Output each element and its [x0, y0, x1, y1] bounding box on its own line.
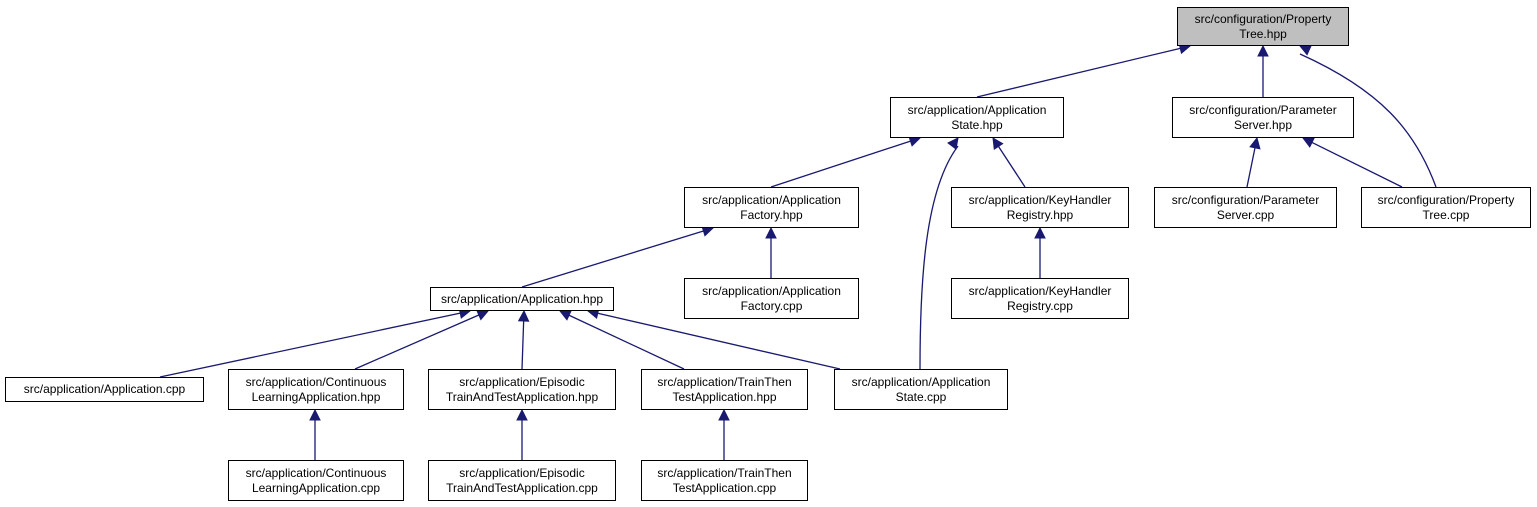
- node-label-line1: src/application/Application: [702, 283, 841, 298]
- node-label-line2: Registry.cpp: [1007, 298, 1073, 313]
- node-label-line2: State.hpp: [951, 117, 1003, 132]
- node-label-line1: src/configuration/Parameter: [1189, 102, 1337, 117]
- edge-arrowhead: [718, 408, 730, 421]
- node-label-line2: Tree.cpp: [1422, 207, 1470, 222]
- node-label-line2: TestApplication.cpp: [672, 480, 777, 495]
- dependency-edge: [919, 145, 959, 370]
- node-key-handler-registry-cpp[interactable]: src/application/KeyHandler Registry.cpp: [951, 278, 1129, 319]
- dependency-edge: [770, 140, 911, 188]
- dependency-edge: [1299, 53, 1437, 188]
- edge-arrowhead: [309, 408, 321, 421]
- node-label-line1: src/configuration/Property: [1377, 192, 1515, 207]
- node-application-factory-cpp[interactable]: src/application/Application Factory.cpp: [684, 278, 859, 319]
- node-application-state-cpp[interactable]: src/application/Application State.cpp: [834, 369, 1008, 410]
- node-label-line1: src/application/TrainThen: [657, 465, 792, 480]
- node-application-cpp[interactable]: src/application/Application.cpp: [5, 377, 204, 402]
- node-label-line1: src/application/Application.hpp: [440, 291, 604, 306]
- dependency-edge: [354, 314, 480, 370]
- node-label-line2: Registry.hpp: [1006, 207, 1074, 222]
- node-label-line2: TrainAndTestApplication.cpp: [446, 480, 598, 495]
- node-label-line1: src/application/Application: [851, 374, 991, 389]
- edge-arrowhead: [558, 310, 572, 321]
- dependency-edge: [1246, 147, 1256, 188]
- node-label-line2: Server.cpp: [1216, 207, 1275, 222]
- dependency-edge: [997, 146, 1026, 188]
- dependency-edge: [568, 314, 685, 370]
- node-continuous-learning-application-cpp[interactable]: src/application/Continuous LearningAppli…: [228, 460, 404, 501]
- node-label-line1: src/application/Continuous: [245, 465, 387, 480]
- node-label-line1: src/configuration/Parameter: [1171, 192, 1320, 207]
- edge-arrowhead: [765, 226, 777, 239]
- node-label-line2: LearningApplication.hpp: [251, 389, 381, 404]
- node-label-line2: State.cpp: [895, 389, 947, 404]
- node-label-line1: src/application/Application.cpp: [23, 382, 186, 396]
- node-train-then-test-application-hpp[interactable]: src/application/TrainThen TestApplicatio…: [641, 369, 808, 410]
- node-label-line2: Factory.hpp: [740, 207, 803, 222]
- node-label-line1: src/application/Episodic: [459, 465, 585, 480]
- node-label-line2: Server.hpp: [1233, 117, 1293, 132]
- node-episodic-train-and-test-application-hpp[interactable]: src/application/Episodic TrainAndTestApp…: [428, 369, 616, 410]
- node-label-line2: TestApplication.hpp: [672, 389, 777, 404]
- node-train-then-test-application-cpp[interactable]: src/application/TrainThen TestApplicatio…: [641, 460, 808, 501]
- node-application-state-hpp[interactable]: src/application/Application State.hpp: [890, 97, 1064, 138]
- node-application-hpp[interactable]: src/application/Application.hpp: [430, 287, 614, 311]
- node-parameter-server-cpp[interactable]: src/configuration/Parameter Server.cpp: [1154, 187, 1337, 228]
- edge-arrowhead: [1298, 45, 1312, 56]
- node-label-line1: src/application/Application: [907, 102, 1047, 117]
- node-label-line1: src/application/Continuous: [245, 374, 387, 389]
- node-continuous-learning-application-hpp[interactable]: src/application/Continuous LearningAppli…: [228, 369, 404, 410]
- edge-arrowhead: [1257, 44, 1269, 57]
- dependency-edge: [521, 320, 525, 370]
- dependency-edge: [976, 47, 1181, 98]
- edge-arrowhead: [1301, 137, 1315, 148]
- dependency-edge: [597, 312, 841, 370]
- node-label-line1: src/application/TrainThen: [657, 374, 792, 389]
- edge-arrowhead: [516, 408, 528, 421]
- node-label-line1: src/configuration/Property: [1194, 11, 1332, 26]
- node-label-line2: LearningApplication.cpp: [251, 480, 381, 495]
- node-label-line2: Factory.cpp: [740, 298, 803, 313]
- edge-arrowhead: [947, 137, 959, 150]
- node-label-line1: src/application/KeyHandler: [968, 192, 1112, 207]
- dependency-edge: [521, 230, 704, 288]
- edge-arrowhead: [1034, 226, 1046, 239]
- node-property-tree-cpp[interactable]: src/configuration/Property Tree.cpp: [1361, 187, 1531, 228]
- node-label-line1: src/application/Episodic: [459, 374, 585, 389]
- node-label-line1: src/application/Application: [702, 192, 841, 207]
- node-episodic-train-and-test-application-cpp[interactable]: src/application/Episodic TrainAndTestApp…: [428, 460, 616, 501]
- dependency-edge: [1311, 141, 1403, 188]
- node-application-factory-hpp[interactable]: src/application/Application Factory.hpp: [684, 187, 859, 228]
- dependency-edge: [159, 312, 461, 378]
- node-property-tree-hpp: src/configuration/Property Tree.hpp: [1177, 7, 1349, 46]
- node-key-handler-registry-hpp[interactable]: src/application/KeyHandler Registry.hpp: [951, 187, 1129, 228]
- node-label-line2: Tree.hpp: [1239, 26, 1287, 41]
- edge-arrowhead: [517, 309, 530, 322]
- edge-arrowhead: [1249, 136, 1261, 150]
- edge-arrowhead: [992, 137, 1004, 150]
- node-parameter-server-hpp[interactable]: src/configuration/Parameter Server.hpp: [1172, 97, 1354, 138]
- node-label-line2: TrainAndTestApplication.hpp: [445, 389, 599, 404]
- edge-arrowhead: [476, 309, 490, 321]
- node-label-line1: src/application/KeyHandler: [968, 283, 1112, 298]
